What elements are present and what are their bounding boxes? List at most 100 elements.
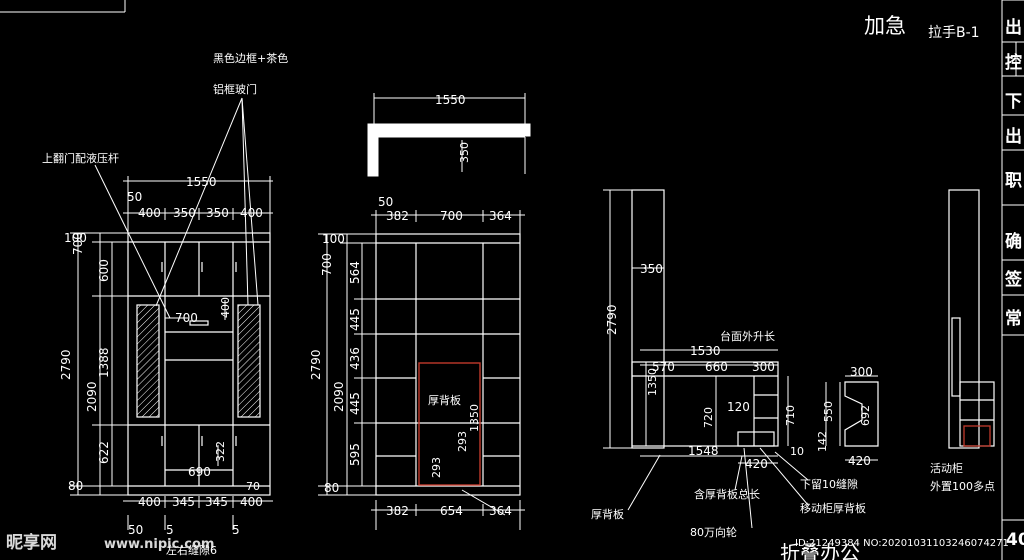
title-cell-6: 确 — [1005, 231, 1022, 252]
right-unit-red-panel — [963, 425, 991, 447]
left-bottom-w4: 400 — [240, 495, 263, 509]
mid-inner-595: 595 — [348, 443, 362, 466]
watermark-logo: 昵享网 — [6, 532, 57, 553]
handle-code-label: 拉手B-1 — [928, 25, 980, 41]
left-inner-1388: 1388 — [97, 347, 111, 378]
side-wheel-label: 80万向轮 — [690, 525, 737, 539]
small-cabinet[interactable] — [844, 381, 879, 447]
left-h-100: 100 — [64, 231, 87, 245]
small-dim-692: 692 — [859, 405, 872, 426]
hydraulic-note: 上翻门配液压杆 — [42, 151, 119, 165]
side-dim-710: 710 — [784, 405, 797, 426]
mid-inner-436: 436 — [348, 347, 362, 370]
title-cell-7: 签 — [1004, 269, 1023, 290]
left-h-80: 80 — [68, 479, 83, 493]
mid-h-700: 700 — [320, 253, 334, 276]
mid-top-w3: 364 — [489, 209, 512, 223]
left-inner-690: 690 — [188, 465, 211, 479]
mid-back-panel-label: 厚背板 — [428, 393, 461, 407]
plan-width: 1550 — [435, 93, 466, 107]
mid-back-panel — [418, 362, 481, 486]
left-bottom-w3: 345 — [205, 495, 228, 509]
plan-countertop — [367, 123, 531, 177]
side-dim-1548: 1548 — [688, 444, 719, 458]
left-bottom-w1: 400 — [138, 495, 161, 509]
urgent-label: 加急 — [864, 14, 906, 38]
mid-back-293b: 293 — [430, 457, 443, 478]
folding-office-title: 折叠办公 — [780, 541, 860, 560]
small-cabinet-dims — [825, 375, 878, 461]
left-h-700: 700 — [71, 232, 85, 255]
left-inner-400: 400 — [219, 297, 232, 318]
side-table-ext-note: 台面外升长 — [720, 329, 775, 343]
corner-frame — [0, 0, 126, 13]
mid-vertical-dims — [318, 233, 376, 496]
left-h-2090: 2090 — [85, 381, 99, 412]
mid-h-100: 100 — [322, 232, 345, 246]
side-dim-720: 720 — [702, 407, 715, 428]
left-inner-700: 700 — [175, 311, 198, 325]
watermark-url: www.nipic.com — [104, 537, 214, 552]
side-dim-420: 420 — [745, 457, 768, 471]
mid-h-2790: 2790 — [309, 349, 323, 380]
mid-inner-445b: 445 — [348, 392, 362, 415]
plan-view[interactable] — [373, 93, 526, 174]
mid-h-2090: 2090 — [332, 381, 346, 412]
side-dim-1350: 1350 — [646, 368, 659, 396]
title-cell-9: 40 — [1006, 530, 1024, 550]
left-vertical-dims — [70, 232, 128, 496]
right-glass-door — [237, 304, 261, 418]
small-top-300: 300 — [850, 365, 873, 379]
left-bottom-50: 50 — [128, 523, 143, 537]
left-inner-600: 600 — [97, 259, 111, 282]
mid-top-w1: 382 — [386, 209, 409, 223]
left-glass-door — [136, 304, 160, 418]
left-inner-dims — [165, 300, 233, 471]
side-gap-label: 下留10缝隙 — [800, 477, 858, 491]
side-view[interactable] — [631, 189, 779, 449]
left-width-total: 1550 — [186, 175, 217, 189]
mid-top-dims — [371, 210, 525, 234]
title-cell-1: 出 — [1005, 17, 1022, 38]
left-bottom-dims — [123, 496, 273, 530]
watermark-id: ID:21249384 NO:20201031103246074271 — [795, 538, 1009, 549]
mid-bottom-dims — [371, 489, 525, 530]
side-depth-350: 350 — [640, 262, 663, 276]
left-leader-lines — [94, 97, 259, 319]
title-cell-4: 出 — [1005, 126, 1022, 147]
left-inner-622: 622 — [97, 441, 111, 464]
mid-top-w2: 700 — [440, 209, 463, 223]
mid-back-293a: 293 — [456, 431, 469, 452]
left-top-dims — [123, 176, 273, 233]
small-dim-550: 550 — [822, 401, 835, 422]
left-width-50: 50 — [127, 190, 142, 204]
mid-bottom-w2: 654 — [440, 504, 463, 518]
mobile-cabinet-note: 活动柜 — [930, 462, 963, 475]
mid-top-50: 50 — [378, 195, 393, 209]
small-dim-142: 142 — [816, 431, 829, 452]
side-dim-660: 660 — [705, 360, 728, 374]
right-tall-unit[interactable] — [948, 189, 995, 449]
left-bottom-5b: 5 — [232, 523, 240, 537]
side-dim-10: 10 — [790, 445, 804, 458]
side-move-back-label: 移动柜厚背板 — [800, 501, 866, 515]
mid-back-1350: 1350 — [468, 404, 481, 432]
left-top-w4: 400 — [240, 206, 263, 220]
side-back-label: 厚背板 — [591, 507, 624, 521]
title-cell-8: 常 — [1005, 308, 1022, 329]
left-inner-70: 70 — [246, 480, 260, 493]
mid-inner-564: 564 — [348, 261, 362, 284]
side-height-2790: 2790 — [605, 304, 619, 335]
mid-bottom-w3: 364 — [489, 504, 512, 518]
mid-bottom-w1: 382 — [386, 504, 409, 518]
left-gap-note: 左右缝隙6 — [166, 543, 217, 557]
left-bottom-w2: 345 — [172, 495, 195, 509]
mid-cabinet-elevation[interactable] — [375, 233, 521, 496]
title-cell-5: 职 — [1005, 171, 1022, 191]
side-dim-300: 300 — [752, 360, 775, 374]
title-cell-3: 下 — [1005, 92, 1022, 112]
left-top-w2: 350 — [173, 206, 196, 220]
small-dim-420: 420 — [848, 454, 871, 468]
finish-note: 黑色边框+茶色 — [213, 51, 288, 65]
